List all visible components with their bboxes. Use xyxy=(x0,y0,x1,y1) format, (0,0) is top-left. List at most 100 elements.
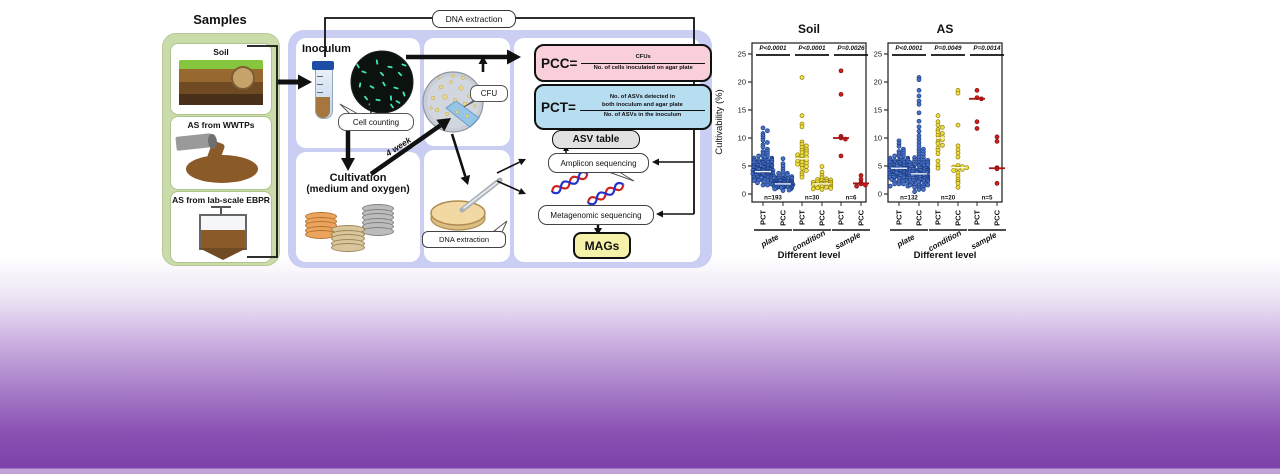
culture-plates-stack-gray xyxy=(362,204,394,236)
svg-text:n=6: n=6 xyxy=(846,195,857,202)
svg-text:PCT: PCT xyxy=(895,210,904,225)
svg-text:20: 20 xyxy=(874,78,882,87)
sludge-pool xyxy=(186,155,258,183)
pct-numerator-line1: No. of ASVs detected in xyxy=(609,94,676,101)
svg-text:n=5: n=5 xyxy=(982,195,993,202)
cultivation-title: Cultivation (medium and oxygen) xyxy=(296,172,420,195)
tube-tick xyxy=(317,84,323,85)
asv-table-box: ASV table xyxy=(552,130,640,149)
svg-text:P<0.0001: P<0.0001 xyxy=(759,45,787,52)
sample-label-wwtp: AS from WWTPs xyxy=(187,120,255,130)
svg-text:PCT: PCT xyxy=(798,210,807,225)
tube-tick xyxy=(317,92,323,93)
svg-text:PCC: PCC xyxy=(857,209,866,225)
samples-title: Samples xyxy=(193,12,247,27)
svg-text:AS: AS xyxy=(937,22,954,36)
soil-grass-layer xyxy=(179,60,263,69)
dna-extraction-top-label: DNA extraction xyxy=(432,10,516,28)
svg-text:P=0.0026: P=0.0026 xyxy=(837,45,865,52)
ebpr-reactor-icon xyxy=(191,206,251,260)
pcc-denominator: No. of cells inoculated on agar plate xyxy=(593,64,693,71)
svg-text:0: 0 xyxy=(878,190,882,199)
svg-text:PCT: PCT xyxy=(837,210,846,225)
reactor-liquid xyxy=(201,230,245,248)
svg-text:sample: sample xyxy=(834,230,863,251)
cfu-label: CFU xyxy=(470,85,508,102)
sample-card-wwtp: AS from WWTPs xyxy=(170,116,272,190)
svg-text:Cultivability (%): Cultivability (%) xyxy=(714,89,725,154)
tube-liquid xyxy=(316,97,330,118)
sample-card-soil: Soil xyxy=(170,43,272,115)
wwtp-sludge-icon xyxy=(175,133,266,185)
svg-text:PCT: PCT xyxy=(973,210,982,225)
cell-counting-label: Cell counting xyxy=(338,113,414,131)
svg-text:P<0.0001: P<0.0001 xyxy=(798,45,826,52)
amplicon-sequencing-box: Amplicon sequencing xyxy=(548,153,649,173)
pct-denominator: No. of ASVs in the inoculum xyxy=(603,112,682,119)
svg-text:plate: plate xyxy=(895,232,917,249)
pcc-fraction: CFUs No. of cells inoculated on agar pla… xyxy=(581,54,705,72)
pct-numerator-line2: both inoculum and agar plate xyxy=(602,101,683,108)
svg-text:5: 5 xyxy=(878,162,882,171)
sample-card-ebpr: AS from lab-scale EBPR xyxy=(170,191,272,263)
mags-box: MAGs xyxy=(573,232,631,259)
svg-text:n=193: n=193 xyxy=(764,195,782,202)
svg-text:n=30: n=30 xyxy=(805,195,820,202)
svg-text:PCC: PCC xyxy=(954,209,963,225)
svg-text:PCC: PCC xyxy=(915,209,924,225)
tube-cap xyxy=(312,61,334,70)
pct-label: PCT= xyxy=(541,99,576,115)
svg-text:25: 25 xyxy=(874,50,882,59)
svg-text:15: 15 xyxy=(874,106,882,115)
svg-text:n=132: n=132 xyxy=(900,195,918,202)
samples-panel: Soil AS from WWTPs AS from lab-scale EBP… xyxy=(162,33,280,266)
svg-text:10: 10 xyxy=(874,134,882,143)
svg-text:5: 5 xyxy=(742,162,746,171)
culture-plates-stack-tan xyxy=(331,225,365,252)
sample-label-ebpr: AS from lab-scale EBPR xyxy=(172,195,270,205)
svg-text:10: 10 xyxy=(738,134,746,143)
reactor-cone xyxy=(199,248,247,260)
svg-text:P<0.0001: P<0.0001 xyxy=(895,45,923,52)
pcc-label: PCC= xyxy=(541,55,578,71)
cultivation-line1: Cultivation xyxy=(329,172,387,184)
pcc-numerator: CFUs xyxy=(635,53,651,60)
sample-label-soil: Soil xyxy=(213,47,229,57)
svg-text:PCC: PCC xyxy=(993,209,1002,225)
stirrer-bar xyxy=(211,206,231,208)
svg-text:PCC: PCC xyxy=(779,209,788,225)
culture-plate xyxy=(331,243,365,252)
svg-text:Different level: Different level xyxy=(914,250,977,261)
bottom-accent-strip xyxy=(0,469,1280,474)
tube-tick xyxy=(317,76,323,77)
pcc-formula-box: PCC= CFUs No. of cells inoculated on aga… xyxy=(534,44,712,82)
cultivation-line2: (medium and oxygen) xyxy=(306,184,410,195)
svg-text:PCT: PCT xyxy=(934,210,943,225)
svg-text:plate: plate xyxy=(759,232,781,249)
soil-stone xyxy=(231,66,255,90)
sample-tube xyxy=(315,70,333,119)
svg-text:0: 0 xyxy=(742,190,746,199)
svg-text:PCT: PCT xyxy=(759,210,768,225)
svg-text:15: 15 xyxy=(738,106,746,115)
svg-text:20: 20 xyxy=(738,78,746,87)
soil-icon xyxy=(179,60,263,105)
pct-formula-box: PCT= No. of ASVs detected in both inocul… xyxy=(534,84,712,130)
soil-layer-3 xyxy=(179,94,263,105)
bottom-accent-line xyxy=(0,468,1280,469)
pct-fraction: No. of ASVs detected in both inoculum an… xyxy=(579,94,705,120)
metagenomic-sequencing-box: Metagenomic sequencing xyxy=(538,205,654,225)
svg-text:P=0.0049: P=0.0049 xyxy=(934,45,962,52)
svg-text:n=20: n=20 xyxy=(941,195,956,202)
culture-plate xyxy=(362,226,394,236)
fraction-bar xyxy=(581,62,705,64)
svg-text:Soil: Soil xyxy=(798,22,820,36)
svg-text:PCC: PCC xyxy=(818,209,827,225)
dna-extraction-bottom-label: DNA extraction xyxy=(422,231,506,248)
culture-plates-stack-orange xyxy=(305,212,337,239)
inoculum-title: Inoculum xyxy=(302,43,351,55)
svg-text:25: 25 xyxy=(738,50,746,59)
svg-text:Different level: Different level xyxy=(778,250,841,261)
svg-text:P=0.0014: P=0.0014 xyxy=(973,45,1001,52)
